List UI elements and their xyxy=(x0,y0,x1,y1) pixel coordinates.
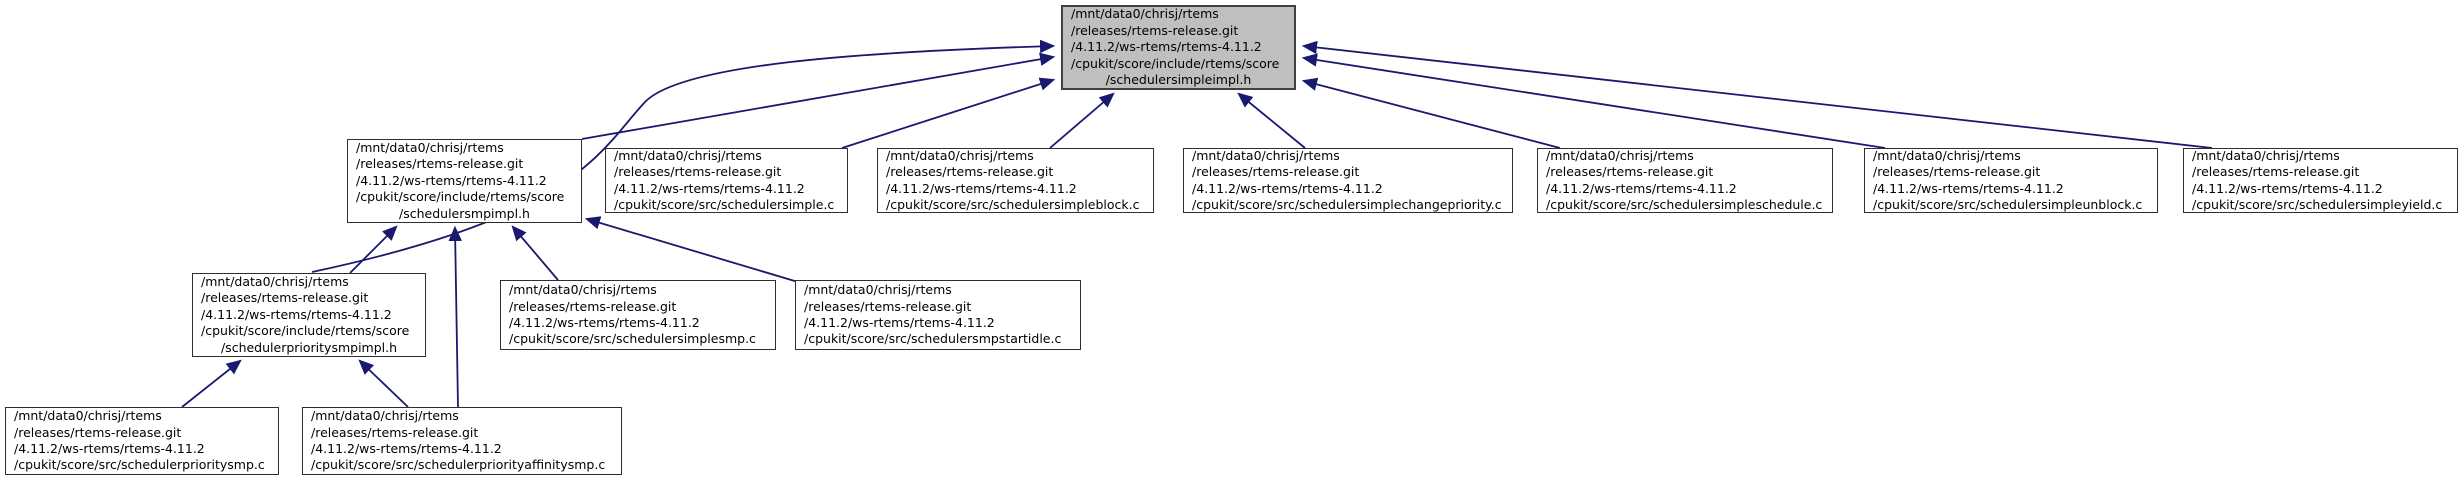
edge-schedulerpriorityaffinitysmp-c-to-schedulersmpimpl-h xyxy=(448,225,462,408)
node-label-line: /4.11.2/ws-rtems/rtems-4.11.2 xyxy=(356,172,547,188)
node-label-line: /mnt/data0/chrisj/rtems xyxy=(614,147,762,163)
node-label-line: /4.11.2/ws-rtems/rtems-4.11.2 xyxy=(1873,180,2064,196)
edge-schedulersmpimpl-h-to-schedulersimpleimpl-h xyxy=(581,52,1056,140)
graph-node-schedulersmpimpl-h[interactable]: /mnt/data0/chrisj/rtems/releases/rtems-r… xyxy=(347,139,582,223)
graph-node-schedulerprioritysmp-c[interactable]: /mnt/data0/chrisj/rtems/releases/rtems-r… xyxy=(5,407,279,475)
node-label-line: /mnt/data0/chrisj/rtems xyxy=(1546,147,1694,163)
node-label-line: /cpukit/score/src/schedulerpriorityaffin… xyxy=(311,457,606,473)
node-label-line: /4.11.2/ws-rtems/rtems-4.11.2 xyxy=(201,306,392,322)
node-label-line: /4.11.2/ws-rtems/rtems-4.11.2 xyxy=(1546,180,1737,196)
node-label-line: /schedulersmpimpl.h xyxy=(399,205,530,221)
node-label-line: /4.11.2/ws-rtems/rtems-4.11.2 xyxy=(2192,180,2383,196)
node-label-line: /cpukit/score/src/schedulersimpleblock.c xyxy=(886,196,1140,212)
node-label-line: /cpukit/score/src/schedulerprioritysmp.c xyxy=(14,457,265,473)
node-label-line: /cpukit/score/src/schedulersimpleunblock… xyxy=(1873,196,2143,212)
node-label-line: /releases/rtems-release.git xyxy=(356,156,524,172)
edge-schedulersimpleyield-c-to-schedulersimpleimpl-h xyxy=(1301,40,2213,149)
node-label-line: /mnt/data0/chrisj/rtems xyxy=(804,282,952,298)
node-label-line: /mnt/data0/chrisj/rtems xyxy=(1071,6,1219,22)
node-label-line: /4.11.2/ws-rtems/rtems-4.11.2 xyxy=(311,441,502,456)
node-label-line: /mnt/data0/chrisj/rtems xyxy=(886,147,1034,163)
edge-schedulersimple-c-to-schedulersimpleimpl-h xyxy=(841,77,1056,149)
node-label-line: /cpukit/score/include/rtems/score xyxy=(1071,55,1280,71)
edge-schedulersimpleschedule-c-to-schedulersimpleimpl-h xyxy=(1301,77,1561,149)
node-label-line: /releases/rtems-release.git xyxy=(509,298,677,314)
graph-node-schedulersmpstartidle-c[interactable]: /mnt/data0/chrisj/rtems/releases/rtems-r… xyxy=(795,280,1081,350)
node-label-line: /4.11.2/ws-rtems/rtems-4.11.2 xyxy=(1192,180,1383,196)
node-label-line: /mnt/data0/chrisj/rtems xyxy=(509,282,657,298)
graph-node-schedulersimpleblock-c[interactable]: /mnt/data0/chrisj/rtems/releases/rtems-r… xyxy=(877,148,1154,213)
node-label-line: /mnt/data0/chrisj/rtems xyxy=(311,408,459,424)
graph-node-schedulersimplechangepriority-c[interactable]: /mnt/data0/chrisj/rtems/releases/rtems-r… xyxy=(1183,148,1513,213)
graph-node-schedulerpriorityaffinitysmp-c[interactable]: /mnt/data0/chrisj/rtems/releases/rtems-r… xyxy=(302,407,622,475)
graph-node-schedulersimpleyield-c[interactable]: /mnt/data0/chrisj/rtems/releases/rtems-r… xyxy=(2183,148,2458,213)
graph-node-schedulersimpleschedule-c[interactable]: /mnt/data0/chrisj/rtems/releases/rtems-r… xyxy=(1537,148,1833,213)
node-label-line: /cpukit/score/src/schedulersimplesmp.c xyxy=(509,331,756,347)
node-label-line: /cpukit/score/include/rtems/score xyxy=(356,189,565,205)
edge-schedulersimplechangepriority-c-to-schedulersimpleimpl-h xyxy=(1237,92,1306,149)
node-label-line: /mnt/data0/chrisj/rtems xyxy=(1192,147,1340,163)
edge-schedulerpriorityaffinitysmp-c-to-schedulerprioritysmpimpl-h xyxy=(358,359,409,408)
node-label-line: /4.11.2/ws-rtems/rtems-4.11.2 xyxy=(886,180,1077,196)
node-label-line: /releases/rtems-release.git xyxy=(1192,164,1360,180)
node-label-line: /schedulersimpleimpl.h xyxy=(1105,72,1252,88)
node-label-line: /cpukit/score/src/schedulersimplechangep… xyxy=(1192,196,1502,212)
node-label-line: /releases/rtems-release.git xyxy=(1546,164,1714,180)
node-label-line: /4.11.2/ws-rtems/rtems-4.11.2 xyxy=(14,441,205,456)
node-label-line: /4.11.2/ws-rtems/rtems-4.11.2 xyxy=(804,315,995,330)
edge-schedulerprioritysmpimpl-h-to-schedulersmpimpl-h xyxy=(349,225,398,274)
graph-node-schedulersimple-c[interactable]: /mnt/data0/chrisj/rtems/releases/rtems-r… xyxy=(605,148,848,213)
node-label-line: /4.11.2/ws-rtems/rtems-4.11.2 xyxy=(614,180,805,196)
graph-node-schedulerprioritysmpimpl-h[interactable]: /mnt/data0/chrisj/rtems/releases/rtems-r… xyxy=(192,273,426,357)
node-label-line: /4.11.2/ws-rtems/rtems-4.11.2 xyxy=(1071,39,1262,55)
edge-schedulersimpleblock-c-to-schedulersimpleimpl-h xyxy=(1049,92,1115,149)
node-label-line: /cpukit/score/src/schedulersimpleyield.c xyxy=(2192,196,2443,212)
node-label-line: /releases/rtems-release.git xyxy=(1873,164,2041,180)
node-label-line: /mnt/data0/chrisj/rtems xyxy=(2192,147,2340,163)
node-label-line: /releases/rtems-release.git xyxy=(311,424,479,440)
node-label-line: /cpukit/score/include/rtems/score xyxy=(201,323,410,339)
node-label-line: /mnt/data0/chrisj/rtems xyxy=(1873,147,2021,163)
node-label-line: /releases/rtems-release.git xyxy=(2192,164,2360,180)
edge-schedulersmpstartidle-c-to-schedulersmpimpl-h xyxy=(584,216,799,283)
edge-schedulersimplesmp-c-to-schedulersmpimpl-h xyxy=(511,225,559,281)
node-label-line: /mnt/data0/chrisj/rtems xyxy=(14,408,162,424)
node-label-line: /releases/rtems-release.git xyxy=(614,164,782,180)
node-label-line: /mnt/data0/chrisj/rtems xyxy=(201,273,349,289)
node-label-line: /mnt/data0/chrisj/rtems xyxy=(356,139,504,155)
node-label-line: /releases/rtems-release.git xyxy=(1071,22,1239,38)
graph-node-schedulersimplesmp-c[interactable]: /mnt/data0/chrisj/rtems/releases/rtems-r… xyxy=(500,280,776,350)
node-label-line: /releases/rtems-release.git xyxy=(14,424,182,440)
graph-node-schedulersimpleunblock-c[interactable]: /mnt/data0/chrisj/rtems/releases/rtems-r… xyxy=(1864,148,2158,213)
node-label-line: /schedulerprioritysmpimpl.h xyxy=(220,339,398,355)
node-label-line: /releases/rtems-release.git xyxy=(886,164,1054,180)
node-label-line: /releases/rtems-release.git xyxy=(804,298,972,314)
node-label-line: /releases/rtems-release.git xyxy=(201,290,369,306)
node-label-line: /cpukit/score/src/schedulersimpleschedul… xyxy=(1546,196,1823,212)
graph-node-schedulersimpleimpl-h: /mnt/data0/chrisj/rtems/releases/rtems-r… xyxy=(1061,5,1296,90)
edge-schedulersimpleunblock-c-to-schedulersimpleimpl-h xyxy=(1301,53,1886,149)
node-label-line: /4.11.2/ws-rtems/rtems-4.11.2 xyxy=(509,315,700,330)
node-label-line: /cpukit/score/src/schedulersimple.c xyxy=(614,196,835,212)
node-label-line: /cpukit/score/src/schedulersmpstartidle.… xyxy=(804,331,1062,347)
edge-schedulerprioritysmp-c-to-schedulerprioritysmpimpl-h xyxy=(181,359,242,408)
